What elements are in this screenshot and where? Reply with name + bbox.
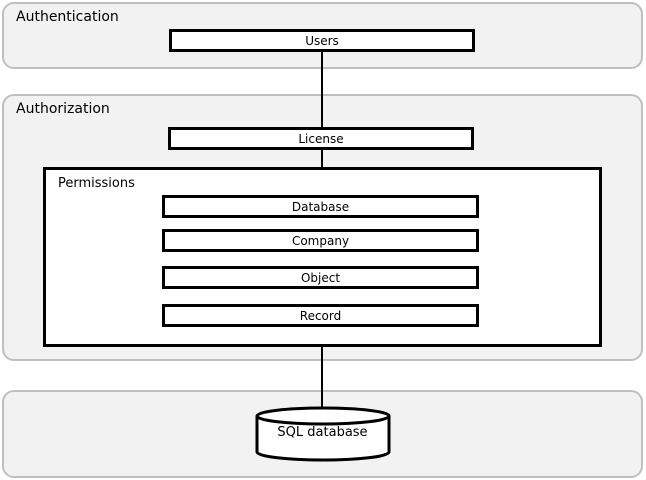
database-cylinder-icon [255,406,391,462]
permissions-title: Permissions [58,176,135,191]
license-box: License [168,127,474,150]
database-cylinder-body [255,416,391,462]
connector-license-to-permissions [321,149,323,169]
permission-database-box: Database [162,195,479,218]
connector-permissions-to-database [321,345,323,412]
permission-company-label: Company [291,233,350,248]
permission-record-box: Record [162,304,479,327]
permission-object-box: Object [162,266,479,289]
authorization-title: Authorization [16,101,110,117]
license-label: License [298,131,344,146]
database-cylinder-top [255,406,391,426]
permission-object-label: Object [300,270,341,285]
authentication-title: Authentication [16,9,119,25]
sql-database-label: SQL database [277,425,368,440]
permission-company-box: Company [162,229,479,252]
permission-record-label: Record [299,308,342,323]
permission-database-label: Database [291,199,350,214]
users-box: Users [169,29,475,52]
connector-users-to-license [321,51,323,128]
users-label: Users [305,33,339,48]
